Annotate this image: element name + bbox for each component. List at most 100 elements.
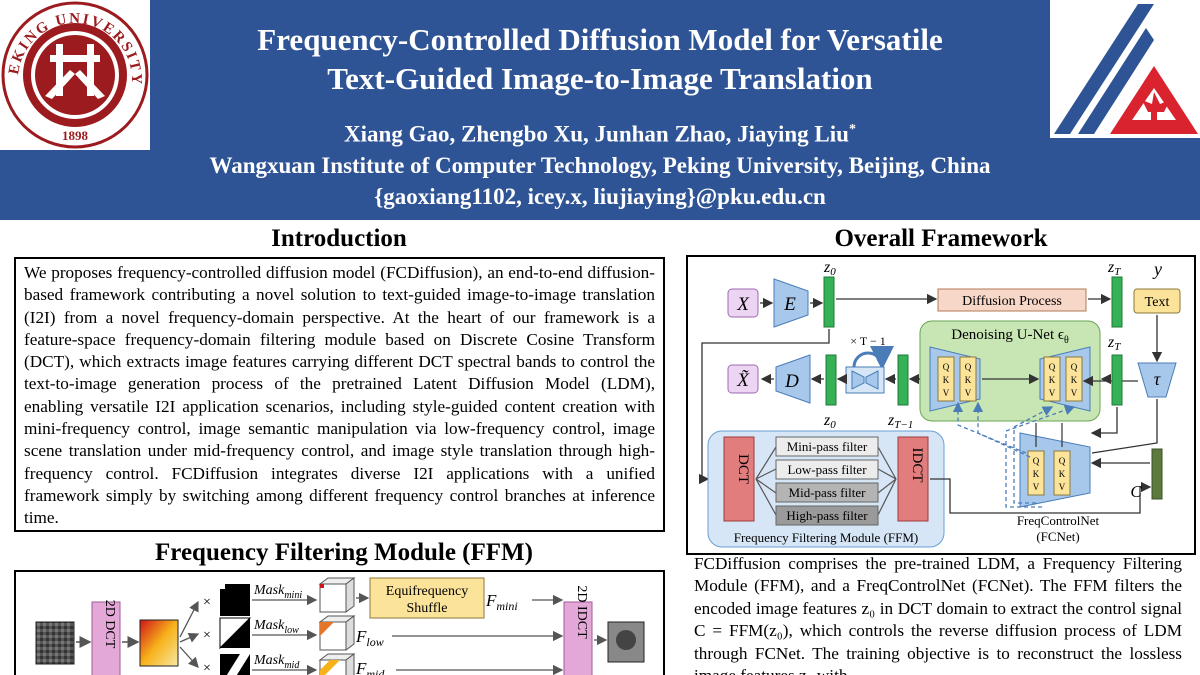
mid-pass-filter	[775, 482, 879, 503]
tau-label: τ	[1154, 369, 1161, 389]
output-x-tilde-label: X̃	[736, 370, 750, 391]
input-feature-image	[35, 621, 75, 665]
fcnet-label-1: FreqControlNet	[1017, 513, 1100, 528]
svg-text:K: K	[943, 375, 950, 385]
z0-bottom-label: z0	[823, 412, 836, 431]
introduction-box: We proposes frequency-controlled diffusi…	[14, 257, 665, 532]
z0-top-label: z0	[823, 259, 836, 278]
filtered-mini-cube	[318, 577, 356, 613]
mask-mini-icon	[220, 584, 250, 616]
framework-dct-block	[723, 436, 755, 522]
corresponding-author-mark: *	[848, 122, 856, 137]
framework-description: FCDiffusion comprises the pre-trained LD…	[694, 554, 1182, 675]
diffusion-process-block	[937, 288, 1087, 312]
svg-text:K: K	[965, 375, 972, 385]
svg-text:Q: Q	[1071, 362, 1078, 372]
output-x-tilde-box	[727, 364, 759, 394]
times-low: ×	[203, 628, 211, 643]
affiliation: Wangxuan Institute of Computer Technolog…	[209, 152, 991, 178]
times-mini: ×	[203, 595, 211, 610]
high-pass-filter	[775, 505, 879, 526]
filtered-low-cube	[318, 615, 356, 651]
unet-label: Denoising U-Net ϵθ	[951, 327, 1069, 346]
mask-mini-label: Maskmini	[253, 583, 302, 601]
peking-university-logo: PEKING UNIVERSITY 1898	[0, 0, 150, 150]
text-prompt-label: Text	[1145, 295, 1170, 310]
svg-text:Q: Q	[965, 362, 972, 372]
mini-pass-filter-label: Mini-pass filter	[787, 439, 868, 454]
decoder-label: D	[784, 371, 799, 392]
svg-text:K: K	[1049, 375, 1056, 385]
svg-text:V: V	[965, 388, 972, 398]
ffm-dct-label: 2D DCT	[102, 600, 117, 649]
control-signal-label: C	[1130, 482, 1142, 501]
conference-logo	[1050, 0, 1200, 138]
svg-text:Q: Q	[1033, 456, 1040, 466]
svg-text:Q: Q	[943, 362, 950, 372]
zt-minus-1-label: zT−1	[887, 412, 913, 431]
control-injection-paths	[952, 401, 1076, 508]
svg-text:Q: Q	[1059, 456, 1066, 466]
f-low-label: Flow	[355, 627, 384, 649]
logo-year: 1898	[62, 128, 89, 143]
ffm-title: Frequency Filtering Module (FFM)	[155, 539, 533, 566]
svg-text:K: K	[1033, 469, 1040, 479]
svg-text:V: V	[1033, 482, 1040, 492]
unet-attention-cells: Q K V Q K V Q K V Q K V	[937, 356, 1083, 402]
decoder-block	[775, 354, 811, 404]
svg-text:Q: Q	[1049, 362, 1056, 372]
zt-top-label: zT	[1107, 259, 1121, 278]
authors: Xiang Gao, Zhengbo Xu, Junhan Zhao, Jiay…	[344, 121, 849, 147]
zt-latent-top	[1111, 276, 1123, 328]
title-line-2: Text-Guided Image-to-Image Translation	[327, 61, 873, 96]
title-line-1: Frequency-Controlled Diffusion Model for…	[257, 22, 943, 57]
introduction-text: We proposes frequency-controlled diffusi…	[24, 263, 655, 528]
encoder-label: E	[783, 294, 796, 315]
framework-diagram: X E z0 Diffusion Process zT y Text τ Den…	[686, 255, 1196, 555]
y-label: y	[1152, 259, 1162, 279]
input-x-box	[727, 288, 759, 318]
filter-branches	[755, 446, 897, 516]
framework-idct-label: IDCT	[909, 448, 925, 483]
poster-header: PEKING UNIVERSITY 1898 Frequency-Control…	[0, 0, 1200, 220]
emails: {gaoxiang1102, icey.x, liujiaying}@pku.e…	[374, 183, 826, 209]
filtered-mid-cube	[318, 653, 356, 675]
low-pass-filter	[775, 459, 879, 480]
high-pass-filter-label: High-pass filter	[786, 508, 868, 523]
z0-latent-top	[823, 276, 835, 328]
text-prompt-box	[1133, 288, 1181, 314]
svg-text:V: V	[1071, 388, 1078, 398]
svg-text:V: V	[943, 388, 950, 398]
shuffle-label-2: Shuffle	[407, 601, 448, 616]
poster-title: Frequency-Controlled Diffusion Model for…	[160, 20, 1040, 98]
zt-minus-1-latent	[897, 354, 909, 406]
framework-title: Overall Framework	[834, 225, 1048, 252]
low-pass-filter-label: Low-pass filter	[787, 462, 867, 477]
encoder-block	[773, 278, 809, 328]
ffm-idct-label: 2D IDCT	[574, 585, 589, 639]
zt-right-label: zT	[1107, 334, 1121, 353]
repeat-label: × T − 1	[850, 334, 885, 348]
f-mid-label: Fmid	[355, 659, 385, 675]
mask-low-label: Masklow	[253, 618, 299, 636]
f-mini-label: Fmini	[485, 591, 518, 613]
input-x-label: X	[736, 294, 750, 315]
times-mid: ×	[203, 661, 211, 675]
svg-text:K: K	[1071, 375, 1078, 385]
introduction-title: Introduction	[271, 225, 407, 252]
repeat-loop-arrow	[852, 345, 894, 370]
svg-text:V: V	[1059, 482, 1066, 492]
ffm-region-label: Frequency Filtering Module (FFM)	[734, 530, 919, 545]
svg-text:V: V	[1049, 388, 1056, 398]
z0-latent-bottom	[825, 354, 837, 406]
fcnet-attention-cell-1	[1027, 450, 1045, 496]
ffm-idct-block	[563, 601, 593, 675]
shuffle-label-1: Equifrequency	[386, 584, 468, 599]
ffm-dct-block	[91, 601, 121, 675]
text-encoder-tau-block	[1137, 362, 1177, 398]
mid-pass-filter-label: Mid-pass filter	[789, 485, 867, 500]
framework-dct-label: DCT	[735, 454, 751, 484]
ffm-diagram: 2D DCT × × × Maskmini Masklow Maskmid	[14, 570, 665, 675]
fcnet-attention-cell-2	[1053, 450, 1071, 496]
mask-mid-label: Maskmid	[253, 653, 300, 671]
